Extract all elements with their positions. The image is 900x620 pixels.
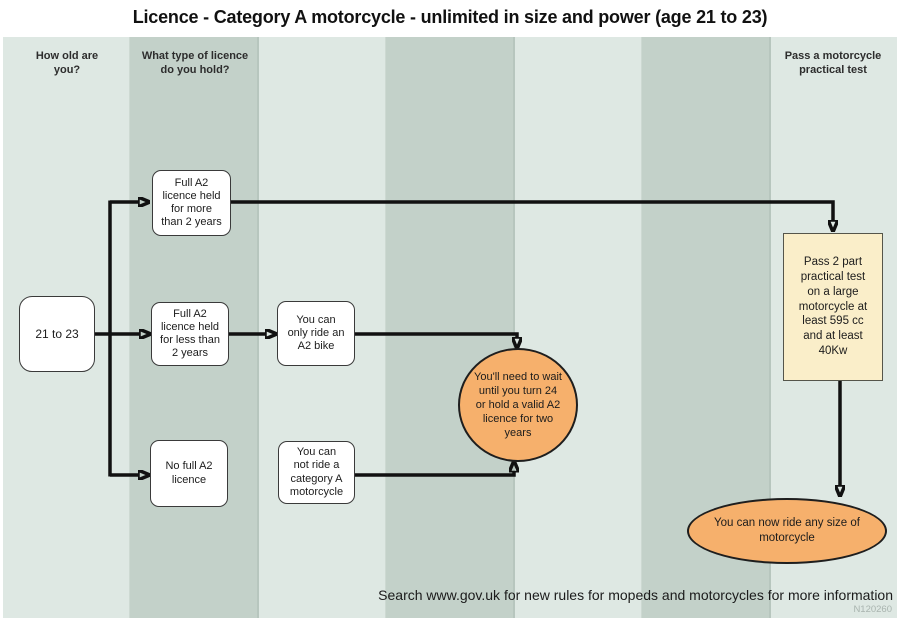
node-wait-until-24: You'll need to wait until you turn 24 or… — [458, 348, 578, 462]
column-header-practical-test: Pass a motorcycle practical test — [784, 50, 882, 76]
column-stripe — [514, 37, 642, 618]
node-age-21-to-23: 21 to 23 — [19, 296, 95, 372]
reference-number: N120260 — [853, 604, 892, 615]
node-only-ride-a2-bike: You can only ride an A2 bike — [277, 301, 355, 366]
node-label: You can now ride any size of motorcycle — [714, 517, 860, 544]
node-ride-any-size: You can now ride any size of motorcycle — [687, 498, 887, 564]
node-cannot-ride-category-a: You can not ride a category A motorcycle — [278, 441, 355, 504]
node-label: You can only ride an A2 bike — [287, 313, 345, 353]
node-full-a2-more-than-2-years: Full A2 licence held for more than 2 yea… — [152, 170, 231, 236]
node-label: You'll need to wait until you turn 24 or… — [474, 370, 562, 440]
search-gov-uk-note: Search www.gov.uk for new rules for mope… — [378, 587, 893, 603]
node-pass-2-part-practical-test: Pass 2 part practical test on a large mo… — [783, 233, 883, 381]
node-label: 21 to 23 — [35, 326, 79, 341]
node-label: Full A2 licence held for more than 2 yea… — [161, 176, 222, 229]
page-title: Licence - Category A motorcycle - unlimi… — [132, 7, 768, 27]
column-stripe — [385, 37, 515, 618]
node-label: No full A2 licence — [165, 460, 213, 486]
column-header-age: How old are you? — [35, 50, 99, 76]
node-label: Pass 2 part practical test on a large mo… — [798, 256, 868, 357]
node-full-a2-less-than-2-years: Full A2 licence held for less than 2 yea… — [151, 302, 229, 366]
node-label: Full A2 licence held for less than 2 yea… — [160, 307, 220, 360]
column-header-licence: What type of licence do you hold? — [141, 50, 249, 76]
node-label: You can not ride a category A motorcycle — [289, 446, 344, 498]
node-no-full-a2-licence: No full A2 licence — [150, 440, 228, 507]
